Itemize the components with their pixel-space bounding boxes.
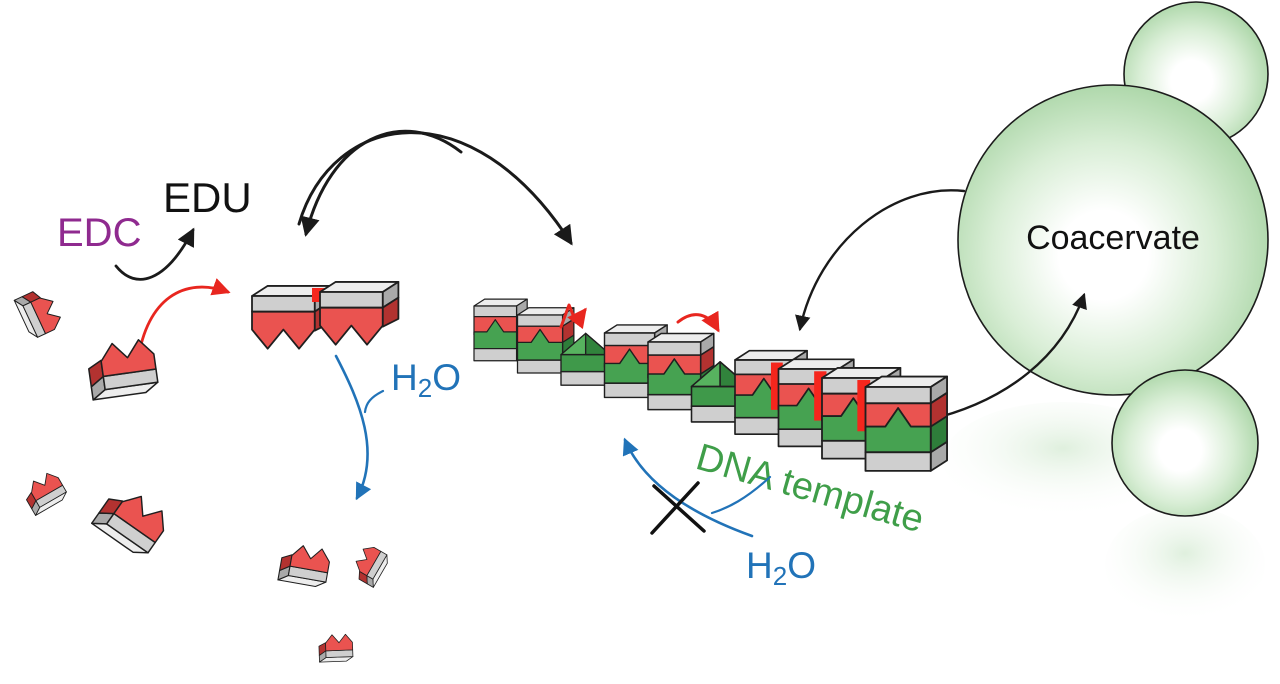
free-monomer xyxy=(318,633,354,663)
free-monomer xyxy=(84,337,160,401)
template-unit-8 xyxy=(770,358,855,448)
coacervate-droplet-small-bottom xyxy=(1111,369,1259,517)
amide-bond-seam xyxy=(770,362,783,410)
free-monomer xyxy=(19,469,70,516)
bond-formation-zigzag-arrow xyxy=(559,303,587,330)
h2o-sub: 2 xyxy=(418,373,432,403)
template-unit-9 xyxy=(814,367,902,460)
edc-activation-arrow xyxy=(136,278,231,362)
free-monomer xyxy=(348,542,392,588)
template-binding-arrow-reverse xyxy=(300,129,463,237)
coacervate-release-arrow xyxy=(795,189,966,332)
droplet-reflection xyxy=(1105,507,1265,623)
h2o-o: O xyxy=(787,545,816,586)
edu-label: EDU xyxy=(163,174,252,221)
h2o-h: H xyxy=(746,545,773,586)
free-monomer xyxy=(13,285,65,341)
blocked-hydrolysis-arrow xyxy=(622,437,754,538)
monomer-hop-arrow xyxy=(676,310,720,333)
coacervate-label: Coacervate xyxy=(1026,219,1200,257)
blocked-hydrolysis-branch xyxy=(710,475,772,515)
free-monomer xyxy=(91,481,173,561)
h2o-bottom-label: H2O xyxy=(746,545,816,591)
hydrolysis-arrow xyxy=(334,354,372,501)
free-monomers-top xyxy=(13,285,160,401)
hydrolysis-arrow-branch xyxy=(363,389,385,414)
template-unit-10 xyxy=(857,375,948,472)
h2o-left-label: H2O xyxy=(391,357,461,403)
template-binding-arrow-forward xyxy=(297,131,573,246)
h2o-o: O xyxy=(432,357,461,398)
coacervate-droplet-large xyxy=(957,84,1269,396)
dna-template-row xyxy=(473,298,948,472)
coacervate-group: Coacervate xyxy=(943,1,1269,623)
h2o-sub: 2 xyxy=(773,561,787,591)
free-monomer xyxy=(277,541,332,589)
free-monomers-scattered xyxy=(19,469,392,663)
edu-release-arrow xyxy=(114,227,195,281)
coacervate-uptake-arrow xyxy=(926,292,1087,422)
h2o-h: H xyxy=(391,357,418,398)
activated-dimer xyxy=(251,281,400,350)
edc-label: EDC xyxy=(57,211,141,255)
cross-mark xyxy=(650,481,706,535)
dimer-monomer-right xyxy=(319,281,400,346)
